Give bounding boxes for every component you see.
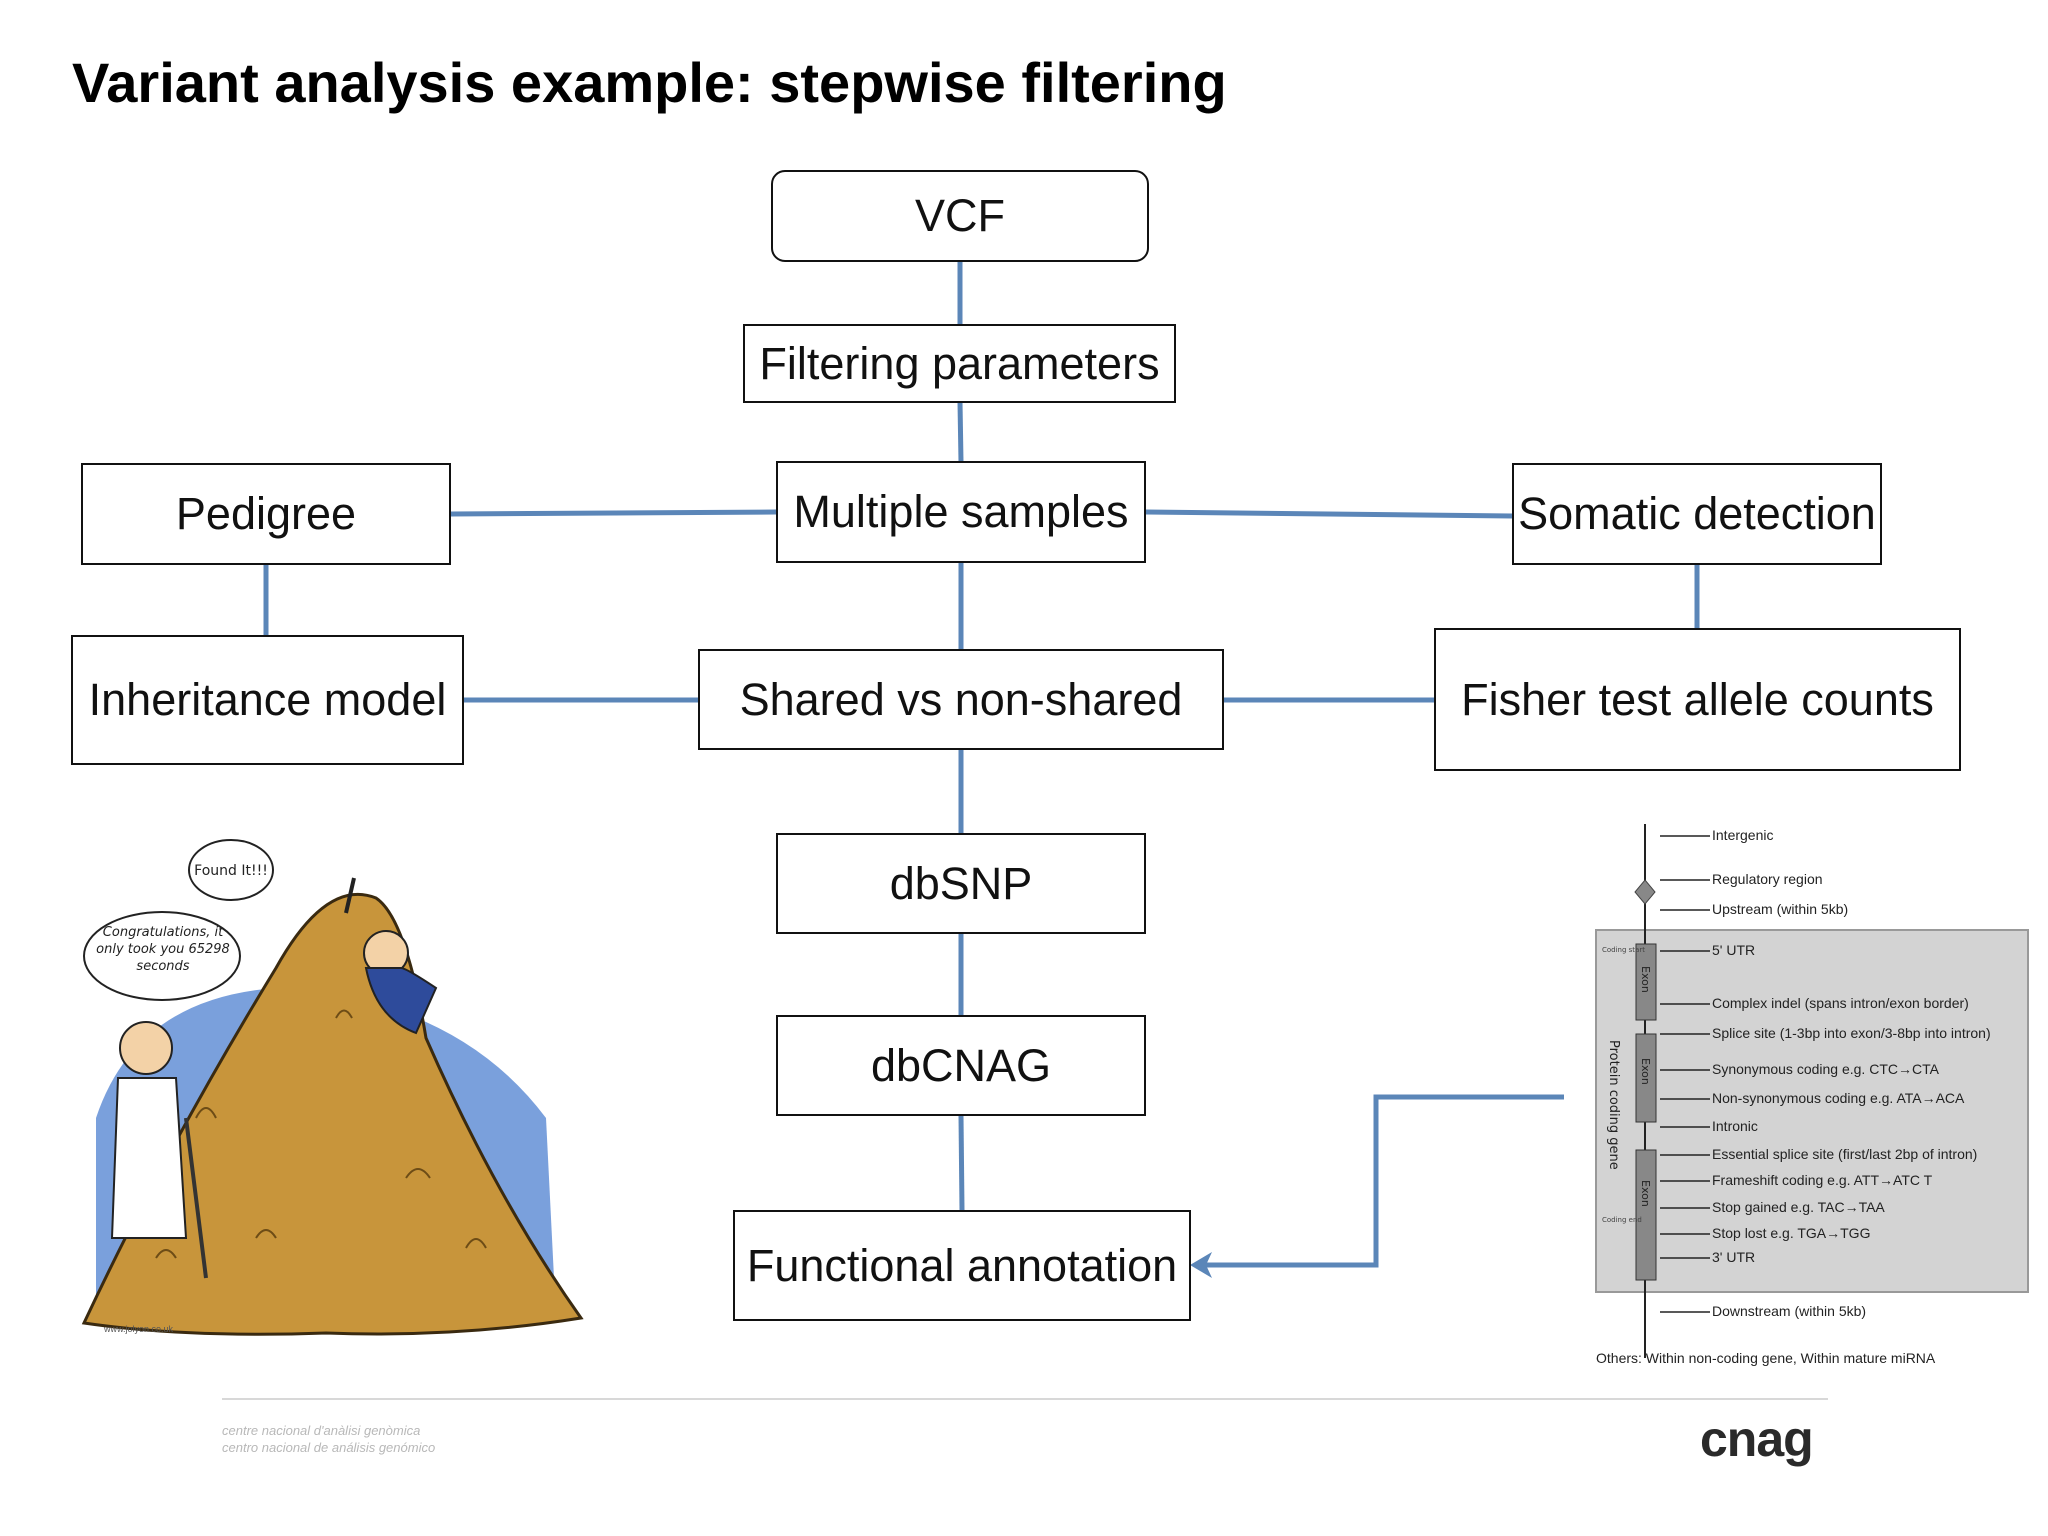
consequence-label: Essential splice site (first/last 2bp of… xyxy=(1712,1146,1978,1162)
consequence-label: Synonymous coding e.g. CTC→CTA xyxy=(1712,1061,1939,1077)
consequence-label: 5' UTR xyxy=(1712,942,1756,958)
node-functional-annotation: Functional annotation xyxy=(733,1210,1191,1321)
haystack-cartoon: Found It!!! Congratulations, it only too… xyxy=(76,818,588,1338)
consequence-label: Frameshift coding e.g. ATT→ATC T xyxy=(1712,1172,1933,1188)
consequence-label: Downstream (within 5kb) xyxy=(1712,1303,1867,1319)
consequence-label: Upstream (within 5kb) xyxy=(1712,901,1849,917)
bubble-found-it: Found It!!! xyxy=(194,863,268,879)
consequence-label: Intergenic xyxy=(1712,827,1774,843)
consequence-label: 3' UTR xyxy=(1712,1249,1756,1265)
node-somatic-detection: Somatic detection xyxy=(1512,463,1882,565)
cartoon-credit: www.jolyon.co.uk xyxy=(104,1324,174,1334)
slide-title: Variant analysis example: stepwise filte… xyxy=(72,51,1227,114)
protein-coding-gene-label: Protein coding gene xyxy=(1606,1040,1621,1170)
node-filtering-parameters: Filtering parameters xyxy=(743,324,1176,403)
consequence-label: Non-synonymous coding e.g. ATA→ACA xyxy=(1712,1090,1965,1106)
connector-multiple-somatic xyxy=(1145,509,1513,519)
connector-consequences-functional xyxy=(1200,1094,1564,1268)
footer-divider xyxy=(222,1398,1828,1400)
node-multiple-samples: Multiple samples xyxy=(776,461,1146,563)
node-vcf: VCF xyxy=(771,170,1149,262)
coding-end-label: Coding end xyxy=(1602,1216,1642,1224)
consequence-label: Stop gained e.g. TAC→TAA xyxy=(1712,1199,1885,1215)
exon-label-1: Exon xyxy=(1639,966,1652,993)
connector-dbcnag-functional xyxy=(958,1115,965,1211)
connector-pedigree-multiple xyxy=(450,509,777,517)
node-pedigree: Pedigree xyxy=(81,463,451,565)
institute-name-ca: centre nacional d'anàlisi genòmica xyxy=(222,1423,421,1438)
exon-label-3: Exon xyxy=(1639,1180,1652,1207)
consequence-label: Splice site (1-3bp into exon/3-8bp into … xyxy=(1712,1025,1991,1041)
node-shared-vs-nonshared: Shared vs non-shared xyxy=(698,649,1224,750)
others-note: Others: Within non-coding gene, Within m… xyxy=(1596,1350,1936,1366)
node-dbsnp: dbSNP xyxy=(776,833,1146,934)
node-fisher-test: Fisher test allele counts xyxy=(1434,628,1961,771)
consequence-label: Stop lost e.g. TGA→TGG xyxy=(1712,1225,1871,1241)
node-dbcnag: dbCNAG xyxy=(776,1015,1146,1116)
consequence-label: Regulatory region xyxy=(1712,871,1823,887)
variant-consequences-diagram: Exon Exon Exon Protein coding gene Codin… xyxy=(1580,818,2040,1378)
institute-name-es: centro nacional de análisis genómico xyxy=(222,1440,436,1455)
bubble-congratulations: Congratulations, it only took you 65298 … xyxy=(96,925,230,974)
cnag-logo: cnag xyxy=(1700,1411,1814,1467)
arrowhead-functional xyxy=(1190,1252,1212,1278)
consequence-label: Intronic xyxy=(1712,1118,1758,1134)
node-inheritance-model: Inheritance model xyxy=(71,635,464,765)
connector-filtering-multiple xyxy=(957,401,964,463)
coding-start-label: Coding start xyxy=(1602,946,1645,954)
exon-label-2: Exon xyxy=(1639,1058,1652,1085)
consequence-label: Complex indel (spans intron/exon border) xyxy=(1712,995,1969,1011)
